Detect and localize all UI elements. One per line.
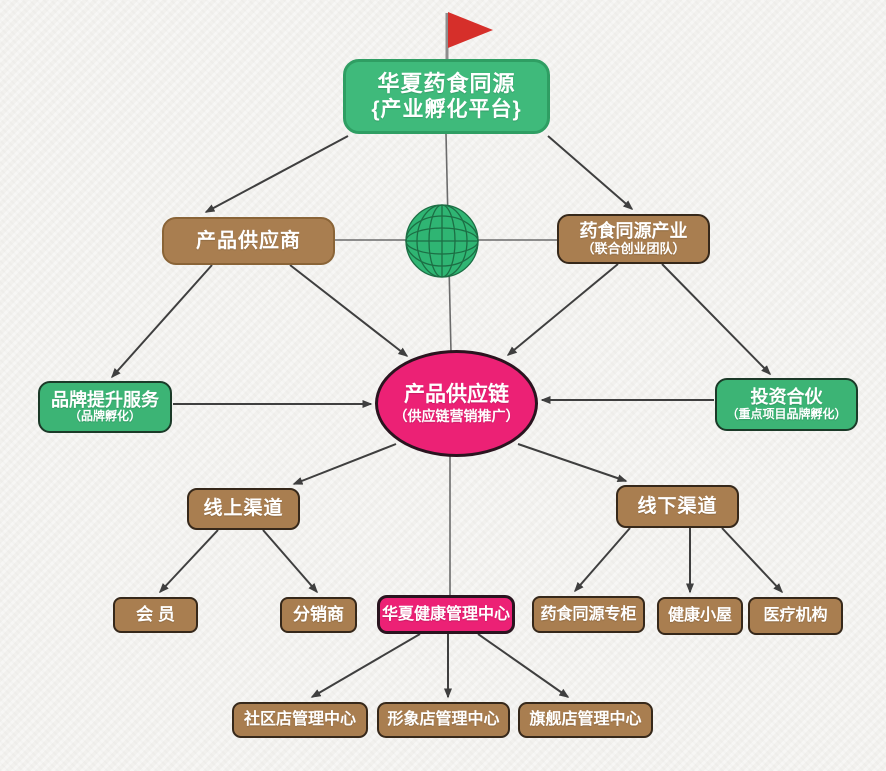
arrow-platform-industry <box>547 135 634 210</box>
node-health-center: 华夏健康管理中心 <box>377 595 515 634</box>
node-medical-org: 医疗机构 <box>748 597 843 635</box>
node-image-store: 形象店管理中心 <box>377 702 510 738</box>
arrow-supplychain-offline <box>517 443 628 483</box>
node-supplier: 产品供应商 <box>162 217 335 265</box>
node-member-label: 会 员 <box>136 605 175 625</box>
node-community-store-label: 社区店管理中心 <box>243 711 356 728</box>
node-herbal-counter: 药食同源专柜 <box>532 596 645 633</box>
node-member: 会 员 <box>113 597 198 633</box>
arrow-offline-medical <box>721 527 784 594</box>
node-flagship-store-label: 旗舰店管理中心 <box>529 711 642 728</box>
node-supplier-label: 产品供应商 <box>196 229 301 252</box>
node-distributor-label: 分销商 <box>293 605 344 625</box>
arrow-supplier-supplychain <box>289 264 409 357</box>
node-distributor: 分销商 <box>280 597 357 633</box>
node-supply-chain: 产品供应链 （供应链营销推广） <box>375 350 538 457</box>
arrow-platform-supplier <box>204 135 349 213</box>
node-investment-label: 投资合伙 <box>750 387 823 408</box>
node-community-store: 社区店管理中心 <box>232 702 368 738</box>
node-brand-service-sublabel: （品牌孵化） <box>68 409 141 424</box>
node-platform-label: 华夏药食同源 <box>377 70 516 96</box>
node-brand-service-label: 品牌提升服务 <box>51 389 159 410</box>
node-online-channel-label: 线上渠道 <box>203 498 284 520</box>
node-offline-channel: 线下渠道 <box>616 485 739 528</box>
node-investment: 投资合伙 （重点项目品牌孵化） <box>715 378 858 431</box>
globe-icon <box>405 204 479 278</box>
node-industry-label: 药食同源产业 <box>579 221 688 242</box>
arrow-healthcenter-flagship <box>477 633 570 698</box>
node-flagship-store: 旗舰店管理中心 <box>518 702 653 738</box>
node-image-store-label: 形象店管理中心 <box>387 711 500 728</box>
node-platform: 华夏药食同源 {产业孵化平台} <box>343 59 550 134</box>
arrow-industry-investment <box>661 263 772 376</box>
arrow-online-member <box>158 529 219 594</box>
node-health-hut-label: 健康小屋 <box>667 607 732 624</box>
node-health-center-label: 华夏健康管理中心 <box>381 605 510 623</box>
arrow-industry-supplychain <box>506 263 619 356</box>
arrow-offline-counter <box>574 527 631 593</box>
node-herbal-counter-label: 药食同源专柜 <box>540 605 637 623</box>
arrow-online-distributor <box>262 529 318 594</box>
node-medical-org-label: 医疗机构 <box>763 607 828 624</box>
node-health-hut: 健康小屋 <box>657 597 743 635</box>
node-supply-chain-sublabel: （供应链营销推广） <box>393 407 520 424</box>
node-brand-service: 品牌提升服务 （品牌孵化） <box>38 381 172 433</box>
arrow-links <box>111 135 784 699</box>
node-supply-chain-label: 产品供应链 <box>404 382 509 406</box>
node-platform-sublabel: {产业孵化平台} <box>371 98 522 122</box>
node-offline-channel-label: 线下渠道 <box>637 495 718 517</box>
arrow-healthcenter-community <box>310 633 421 698</box>
arrow-supplychain-online <box>292 443 397 485</box>
node-industry-sublabel: （联合创业团队） <box>581 240 686 256</box>
node-industry: 药食同源产业 （联合创业团队） <box>557 214 710 264</box>
node-investment-sublabel: （重点项目品牌孵化） <box>726 406 847 421</box>
node-online-channel: 线上渠道 <box>187 488 300 530</box>
arrow-supplier-brandservice <box>111 264 213 379</box>
flag-icon <box>445 12 493 61</box>
